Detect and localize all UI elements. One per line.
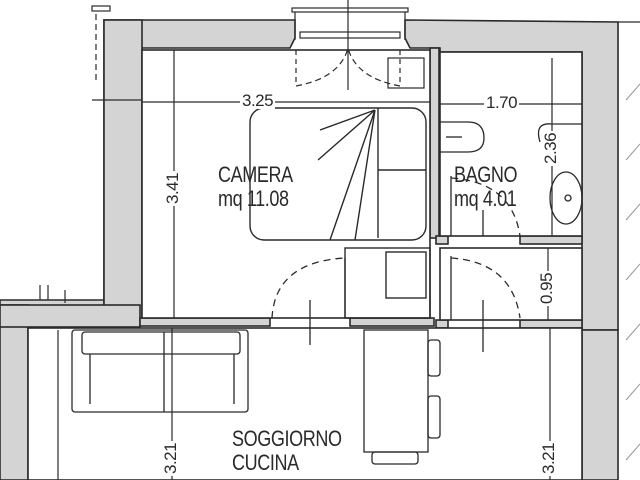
room-label-bagno: BAGNO	[454, 162, 518, 187]
room-label-soggiorno: SOGGIORNO	[232, 426, 342, 451]
dim-camera-width: 3.25	[240, 91, 276, 110]
dim-soggiorno-left: 3.21	[161, 440, 180, 476]
room-label-camera: CAMERA	[218, 162, 293, 187]
exterior-hatching	[625, 83, 640, 461]
room-label-cucina: CUCINA	[232, 450, 299, 475]
dim-bagno-height: 2.36	[541, 130, 560, 166]
doors	[271, 176, 521, 352]
walls	[0, 19, 619, 480]
double-bed	[249, 107, 427, 241]
dim-bagno-width: 1.70	[484, 93, 520, 112]
dim-soggiorno-right: 3.21	[539, 440, 558, 476]
exterior-details	[39, 5, 640, 303]
toilet	[440, 121, 485, 153]
room-area-bagno: mq 4.01	[454, 186, 517, 211]
kitchen-counter	[363, 329, 441, 465]
dim-camera-height: 3.41	[163, 170, 182, 206]
room-area-camera: mq 11.08	[218, 186, 289, 211]
dim-corridor-height: 0.95	[537, 270, 556, 306]
window	[291, 0, 425, 90]
sofa	[71, 329, 249, 413]
washbasin	[549, 171, 583, 225]
